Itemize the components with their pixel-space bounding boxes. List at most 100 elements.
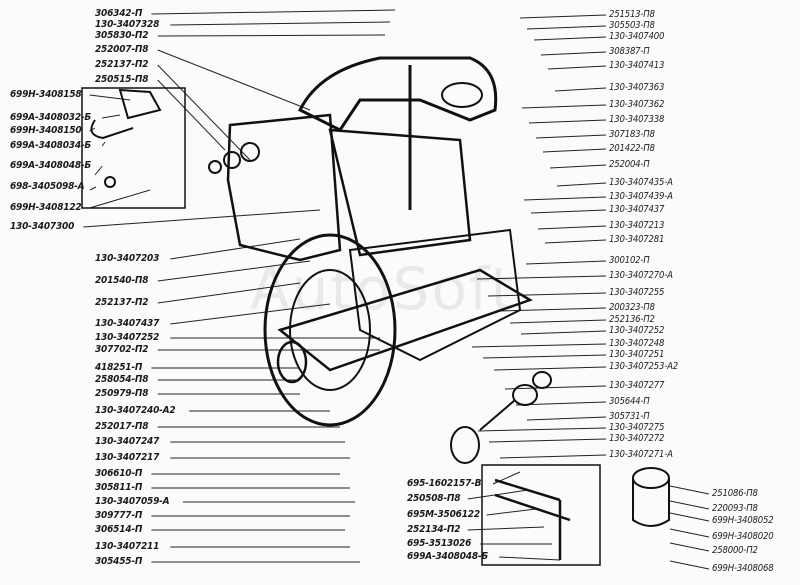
leader-line: [157, 64, 251, 161]
pulley: [263, 233, 397, 427]
hose-line: [494, 478, 571, 560]
leader-line: [554, 87, 607, 92]
part-label-left-lower: 307702-П2: [95, 344, 149, 355]
part-label-bottom-middle: 695-3513026: [407, 538, 472, 549]
leader-line: [482, 354, 607, 359]
leader-line: [157, 282, 301, 304]
part-label-right: 130-3407400: [609, 31, 665, 42]
leader-line: [151, 9, 396, 15]
leader-line: [170, 303, 331, 325]
leader-line: [540, 51, 607, 56]
part-label-left-inset: 699А-3408034-Б: [10, 140, 92, 151]
leader-line: [157, 79, 226, 151]
leader-line: [493, 366, 607, 371]
leader-line: [556, 182, 607, 187]
reservoir-cap: [632, 467, 670, 489]
leader-line: [520, 330, 607, 335]
part-label-left-lower: 130-3407247: [95, 436, 160, 447]
leader-line: [487, 292, 607, 297]
part-label-left-lower: 130-3407211: [95, 541, 160, 552]
reservoir-inset-frame: [481, 464, 601, 566]
part-label-left-lower: 252137-П2: [95, 297, 149, 308]
leader-line: [525, 260, 607, 265]
part-label-right: 130-3407275: [609, 422, 665, 433]
part-label-left-lower: 306610-П: [95, 468, 143, 479]
part-label-left-inset: 699Н-3408158: [10, 89, 82, 100]
part-label-right: 130-3407277: [609, 380, 665, 391]
part-label-left-lower: 305455-П: [95, 556, 143, 567]
leader-line: [542, 148, 607, 153]
part-label-right: 130-3407439-А: [609, 191, 673, 202]
leader-line: [519, 14, 607, 19]
leader-line: [509, 319, 607, 324]
leader-line: [486, 508, 537, 516]
part-label-right: 251513-П8: [609, 9, 655, 20]
part-label-right: 130-3407270-А: [609, 270, 673, 281]
clamp-yoke: [297, 56, 498, 132]
part-label-bottom-right: 258000-П2: [712, 545, 758, 556]
leader-line: [669, 560, 710, 570]
part-label-bottom-right: 251086-П8: [712, 488, 758, 499]
part-label-right: 130-3407248: [609, 338, 665, 349]
valve-housing: [328, 128, 472, 257]
part-label-left-lower: 130-3407252: [95, 332, 160, 343]
part-label-left-inset: 130-3407300: [10, 221, 75, 232]
part-label-bottom-middle: 250508-П8: [407, 493, 461, 504]
leader-line: [488, 438, 607, 443]
leader-line: [89, 189, 151, 209]
part-label-right: 305731-П: [609, 411, 650, 422]
part-label-right: 130-3407281: [609, 234, 665, 245]
part-label-left-top: 252137-П2: [95, 59, 149, 70]
leader-line: [523, 196, 607, 201]
part-label-right: 308387-П: [609, 46, 650, 57]
part-label-left-top: 252007-П8: [95, 44, 149, 55]
watermark: AutoSoft: [250, 255, 516, 323]
part-label-left-lower: 130-3407217: [95, 452, 160, 463]
part-label-right: 130-3407271-А: [609, 449, 673, 460]
part-label-right: 307183-П8: [609, 129, 655, 140]
pump-assembly-illustration: [81, 56, 670, 566]
part-label-right: 252136-П2: [609, 314, 655, 325]
part-label-right: 130-3407251: [609, 349, 665, 360]
part-label-right: 130-3407338: [609, 114, 665, 125]
part-label-right: 305503-П8: [609, 20, 655, 31]
part-label-left-inset: 699А-3408032-Б: [10, 112, 92, 123]
leader-line: [544, 239, 607, 244]
leader-line: [467, 526, 545, 531]
leader-line: [669, 512, 710, 522]
leader-line: [499, 454, 607, 459]
fittings-inset-frame: [81, 87, 186, 209]
leader-line: [83, 209, 321, 228]
part-label-right: 252004-П: [609, 159, 650, 170]
leader-line: [528, 119, 607, 124]
leader-line: [669, 500, 710, 510]
part-label-bottom-middle: 699А-3408048-Б: [407, 551, 489, 562]
part-label-left-top: 305830-П2: [95, 30, 149, 41]
part-label-right: 130-3407435-А: [609, 177, 673, 188]
part-label-bottom-right: 699Н-3408020: [712, 531, 774, 542]
part-label-right: 130-3407213: [609, 220, 665, 231]
part-label-left-lower: 305811-П: [95, 482, 143, 493]
leader-line: [530, 209, 607, 214]
part-label-bottom-right: 220093-П8: [712, 503, 758, 514]
part-label-left-lower: 418251-П: [95, 362, 143, 373]
part-label-right: 130-3407413: [609, 60, 665, 71]
part-label-left-lower: 130-3407437: [95, 318, 160, 329]
part-label-right: 130-3407437: [609, 204, 665, 215]
part-label-bottom-middle: 695-1602157-В: [407, 478, 482, 489]
part-label-right: 300102-П: [609, 255, 650, 266]
part-label-left-inset: 699Н-3408150: [10, 125, 82, 136]
leader-line: [157, 34, 386, 37]
leader-line: [669, 542, 710, 552]
valve-cap: [441, 82, 483, 108]
leader-line: [669, 528, 710, 538]
leader-line: [526, 25, 607, 30]
leader-line: [535, 134, 607, 139]
part-label-bottom-right: 699Н-3408052: [712, 515, 774, 526]
leader-line: [669, 485, 710, 495]
leader-line: [549, 164, 607, 169]
part-label-left-inset: 699Н-3408122: [10, 202, 82, 213]
part-label-bottom-right: 699Н-3408068: [712, 563, 774, 574]
leader-line: [533, 36, 607, 41]
